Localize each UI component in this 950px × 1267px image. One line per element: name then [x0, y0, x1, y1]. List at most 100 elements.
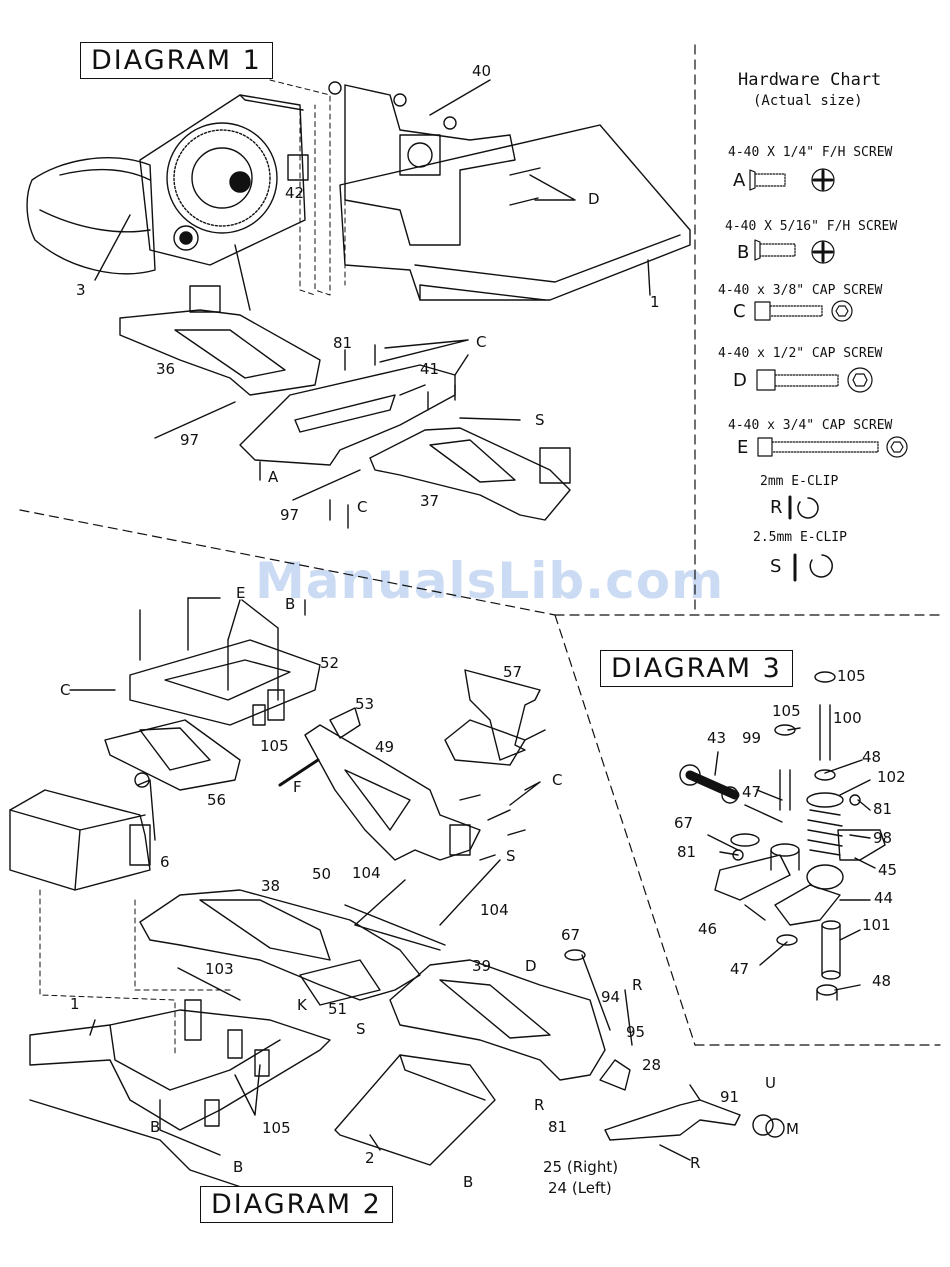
hardware-letter-e: E: [737, 437, 749, 458]
callout-d3-101: 101: [862, 916, 891, 934]
callout-b2: B: [150, 1118, 161, 1136]
callout-s: S: [535, 411, 545, 429]
callout-105: 105: [260, 737, 289, 755]
diagram-1-title: DIAGRAM 1: [80, 42, 273, 79]
callout-d3-46: 46: [698, 920, 718, 938]
callout-c3: C: [60, 681, 71, 699]
shock-assembly: [679, 671, 886, 1001]
front-arm-38: [139, 889, 421, 1001]
callout-6: 6: [160, 853, 170, 871]
callout-95: 95: [626, 1023, 646, 1041]
callout-42: 42: [285, 184, 305, 202]
callout-c4: C: [552, 771, 563, 789]
hardware-chart-title: Hardware Chart: [738, 70, 882, 90]
chassis-tub: [339, 124, 691, 301]
plate-56: [104, 719, 241, 791]
callout-m: M: [786, 1120, 799, 1138]
callout-1: 1: [650, 293, 660, 311]
callout-97: 97: [180, 431, 200, 449]
callout-d3-44: 44: [874, 889, 894, 907]
callout-52: 52: [320, 654, 340, 672]
callout-104b: 104: [480, 901, 509, 919]
callout-91: 91: [720, 1088, 740, 1106]
callout-d3-81: 81: [873, 800, 893, 818]
spur-gear: [166, 122, 278, 234]
callout-s3: S: [356, 1020, 366, 1038]
chassis-brace-41: [239, 364, 456, 466]
callout-b: B: [285, 595, 296, 613]
callout-57: 57: [503, 663, 523, 681]
diagram-2-title: DIAGRAM 2: [200, 1186, 393, 1223]
callout-81: 81: [333, 334, 353, 352]
rear-bulkhead: [344, 84, 516, 246]
callout-50: 50: [312, 865, 332, 883]
callout-d3-81b: 81: [677, 843, 697, 861]
callout-d: D: [588, 190, 600, 208]
callout-k: K: [297, 996, 307, 1014]
callout-d3-43: 43: [707, 729, 727, 747]
callout-d2: D: [525, 957, 537, 975]
callout-104: 104: [352, 864, 381, 882]
callout-d3-67: 67: [674, 814, 694, 832]
callout-d3-99: 99: [742, 729, 762, 747]
hardware-desc-a: 4-40 X 1/4" F/H SCREW: [728, 145, 893, 160]
steering-knuckle-91: [604, 1099, 741, 1141]
motor-shroud: [26, 157, 156, 275]
callout-39: 39: [472, 957, 492, 975]
hardware-desc-s: 2.5mm E-CLIP: [753, 530, 847, 545]
callout-81b: 81: [548, 1118, 568, 1136]
callout-3: 3: [76, 281, 86, 299]
callout-d3-48b: 48: [872, 972, 892, 990]
callout-51: 51: [328, 1000, 348, 1018]
callout-d3-47b: 47: [730, 960, 750, 978]
callout-d3-105: 105: [837, 667, 866, 685]
hardware-icons: [749, 168, 908, 582]
callout-37: 37: [420, 492, 440, 510]
callout-b4: B: [463, 1173, 474, 1191]
callout-40: 40: [472, 62, 492, 80]
callout-s2: S: [506, 847, 516, 865]
callout-d3-98: 98: [873, 829, 893, 847]
skid-plate-2: [334, 1054, 496, 1166]
hardware-letter-b: B: [737, 242, 750, 263]
callout-c2: C: [357, 498, 368, 516]
body-mount-57: [464, 669, 541, 761]
section-dividers: [19, 44, 941, 1046]
hardware-desc-r: 2mm E-CLIP: [760, 474, 839, 489]
hardware-letter-s: S: [770, 556, 782, 577]
callout-r2: R: [534, 1096, 545, 1114]
callout-24-left: 24 (Left): [548, 1179, 612, 1197]
hardware-letter-a: A: [733, 170, 746, 191]
upper-plate-52: [129, 639, 321, 726]
servo-6: [9, 789, 151, 891]
callout-b3: B: [233, 1158, 244, 1176]
watermark: ManualsLib.com: [255, 552, 725, 610]
hardware-desc-e: 4-40 x 3/4" CAP SCREW: [728, 418, 893, 433]
callout-103: 103: [205, 960, 234, 978]
hardware-letter-c: C: [733, 301, 746, 322]
hardware-desc-c: 4-40 x 3/8" CAP SCREW: [718, 283, 883, 298]
callout-d3-45: 45: [878, 861, 898, 879]
callout-53: 53: [355, 695, 375, 713]
hardware-desc-d: 4-40 x 1/2" CAP SCREW: [718, 346, 883, 361]
callout-1b: 1: [70, 995, 80, 1013]
rear-arm-37: [369, 427, 571, 521]
callout-94: 94: [601, 988, 621, 1006]
gearbox-plate: [139, 94, 306, 266]
callout-r: R: [632, 976, 643, 994]
callout-c: C: [476, 333, 487, 351]
front-arm-39: [389, 959, 606, 1081]
callout-d3-48: 48: [862, 748, 882, 766]
callout-28: 28: [642, 1056, 662, 1074]
diagram-3-title: DIAGRAM 3: [600, 650, 793, 687]
callout-105b: 105: [262, 1119, 291, 1137]
callout-56: 56: [207, 791, 227, 809]
hardware-letter-d: D: [733, 370, 747, 391]
callout-2: 2: [365, 1149, 375, 1167]
callout-e: E: [236, 584, 246, 602]
callout-f: F: [293, 778, 302, 796]
callout-36: 36: [156, 360, 176, 378]
callout-d3-47: 47: [742, 783, 762, 801]
